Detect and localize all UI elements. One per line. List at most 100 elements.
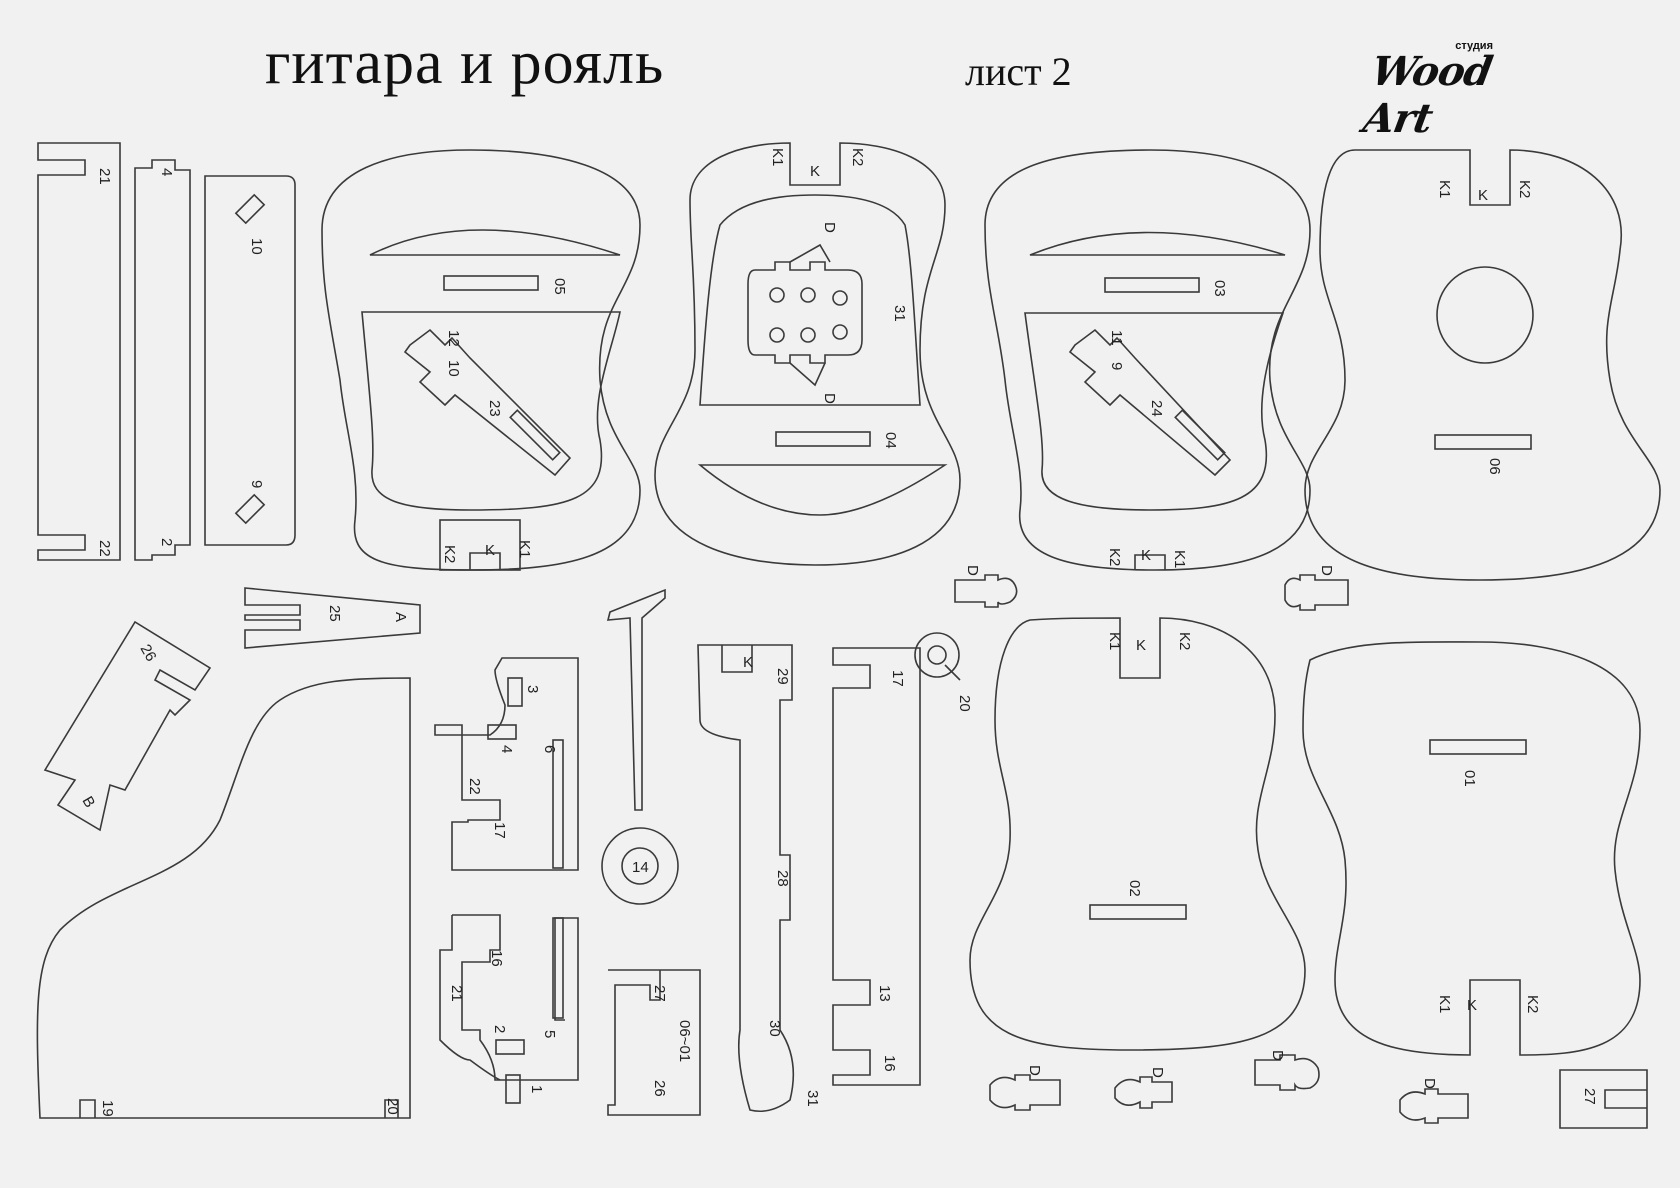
label-05: 05	[551, 278, 568, 295]
label-2: 2	[491, 1025, 508, 1033]
label-d: D	[1149, 1067, 1166, 1078]
label-k2: K2	[1106, 548, 1123, 566]
part-peg-d5: D	[1254, 1050, 1320, 1091]
label-30: 30	[766, 1020, 783, 1037]
label-k: K	[1136, 637, 1146, 654]
sheet-number: лист 2	[965, 49, 1072, 94]
part-peg-d1: D	[954, 565, 1018, 608]
label-b: B	[79, 794, 99, 811]
label-a: A	[392, 612, 409, 622]
label-31: 31	[804, 1090, 821, 1107]
label-k1: K1	[1436, 995, 1453, 1013]
part-keyboard-bracket-lower: 16 21 2 5 1	[439, 914, 579, 1104]
label-24: 24	[1148, 400, 1165, 417]
label-11: 11	[1108, 330, 1125, 346]
label-d: D	[1026, 1065, 1043, 1076]
label-20: 20	[384, 1098, 401, 1115]
label-k1: K1	[1106, 632, 1123, 650]
label-k: K	[810, 163, 820, 180]
label-23: 23	[486, 400, 503, 417]
label-20: 20	[956, 695, 973, 712]
part-guitar-top-soundhole: K1 K K2 06	[1304, 149, 1661, 581]
part-peg-d6: D	[1399, 1078, 1469, 1124]
label-19: 19	[99, 1100, 116, 1117]
label-16: 16	[488, 950, 505, 967]
part-peg-d4: D	[1114, 1067, 1173, 1109]
part-guitar-frame-2: K1 K K2 D D 31 04	[654, 142, 961, 566]
label-28: 28	[774, 870, 791, 887]
label-4: 4	[158, 168, 175, 176]
part-peg-d3: D	[989, 1065, 1061, 1111]
part-strip-4-2: 4 2	[134, 159, 191, 561]
label-16: 16	[881, 1055, 898, 1072]
label-06: 06	[1486, 458, 1503, 475]
part-panel-10-9: 10 9	[204, 175, 296, 546]
label-02: 02	[1126, 880, 1143, 897]
label-d: D	[1269, 1050, 1286, 1061]
label-1: 1	[528, 1085, 545, 1093]
label-10: 10	[248, 238, 265, 255]
label-14: 14	[632, 859, 649, 876]
label-d: D	[821, 393, 838, 404]
label-31: 31	[891, 305, 908, 322]
part-wedge-25: 25 A	[244, 587, 421, 649]
label-21: 21	[96, 168, 113, 185]
logo-studio-text: студия	[1455, 40, 1493, 52]
part-piano-side: 19 20	[36, 677, 411, 1119]
part-block-27: 27	[1559, 1069, 1648, 1129]
label-12: 12	[445, 330, 462, 347]
label-d: D	[964, 565, 981, 576]
label-25: 25	[326, 605, 343, 622]
label-03: 03	[1211, 280, 1228, 297]
label-6: 6	[541, 745, 558, 753]
part-strip-21-22: 21 22	[37, 142, 121, 561]
part-guitar-back-02: K1 K K2 02	[969, 617, 1306, 1051]
brand-logo: студия Wood Art	[1360, 40, 1533, 142]
label-k2: K2	[1524, 995, 1541, 1013]
part-bracket-27: 27 06~01 26	[607, 969, 701, 1116]
part-lid-prop-14: 14	[601, 588, 679, 905]
label-10b: 10	[445, 360, 462, 377]
sheet-title: гитара и рояль	[265, 29, 665, 97]
part-keyboard-bracket-upper: 3 4 6 22 17	[434, 657, 579, 871]
label-22: 22	[96, 540, 113, 557]
label-9: 9	[1108, 362, 1125, 370]
label-d: D	[821, 222, 838, 233]
label-d: D	[1421, 1078, 1438, 1089]
label-4: 4	[498, 745, 515, 753]
label-3: 3	[524, 685, 541, 693]
label-9: 9	[248, 480, 265, 488]
part-bracket-26: 26 B	[43, 620, 212, 832]
label-26: 26	[651, 1080, 668, 1097]
label-01: 01	[1461, 770, 1478, 787]
part-neck-strip: K 29 28 30 31	[697, 644, 821, 1113]
label-06-01: 06~01	[676, 1020, 693, 1062]
label-13: 13	[876, 985, 893, 1002]
label-k1: K1	[769, 148, 786, 166]
label-04: 04	[882, 432, 899, 449]
label-k2: K2	[441, 545, 458, 563]
label-k1: K1	[516, 540, 533, 558]
label-17: 17	[889, 670, 906, 687]
label-17: 17	[491, 822, 508, 839]
label-26: 26	[137, 642, 160, 665]
label-k1: K1	[1436, 180, 1453, 198]
label-5: 5	[541, 1030, 558, 1038]
label-21: 21	[448, 985, 465, 1002]
part-guitar-back-01: 01 K1 K K2	[1302, 641, 1641, 1056]
label-29: 29	[774, 668, 791, 685]
label-22: 22	[466, 778, 483, 795]
part-guitar-frame-1: 05 12 10 23 K2 K K1	[321, 149, 641, 571]
label-k2: K2	[1516, 180, 1533, 198]
label-k: K	[743, 654, 753, 671]
label-k2: K2	[849, 148, 866, 166]
label-k: K	[1141, 547, 1151, 564]
part-guitar-frame-3: 03 11 9 24 K2 K K1	[984, 149, 1311, 571]
label-k1: K1	[1171, 550, 1188, 568]
label-k: K	[1478, 187, 1488, 204]
label-2: 2	[158, 538, 175, 546]
part-peg-d2: D	[1284, 565, 1349, 611]
label-d: D	[1318, 565, 1335, 576]
